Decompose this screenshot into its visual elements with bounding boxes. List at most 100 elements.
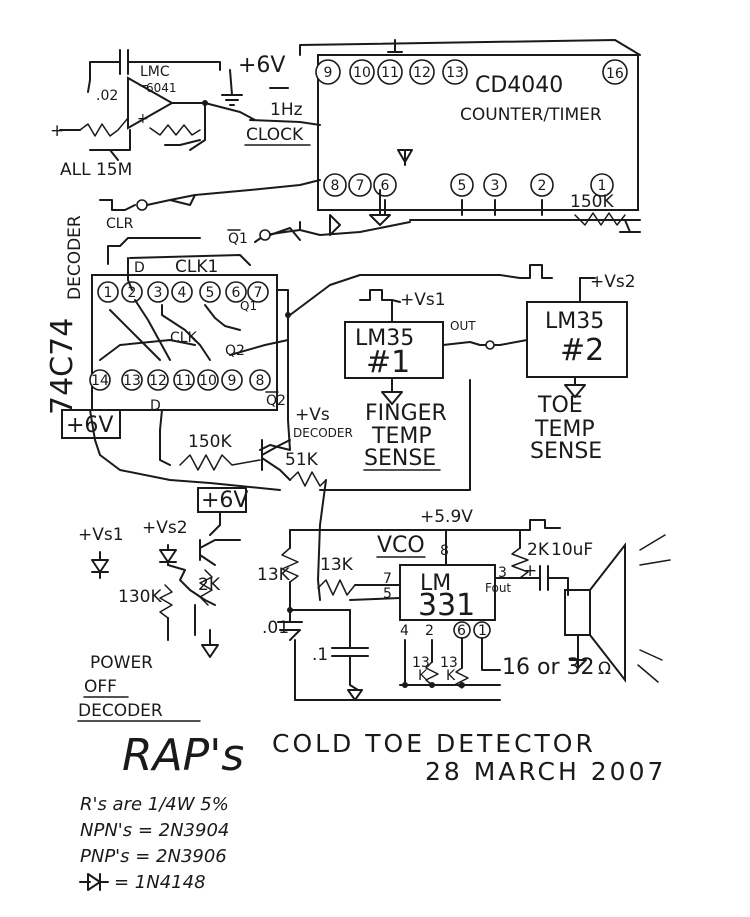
node <box>202 100 208 106</box>
q1bar-bubble <box>259 229 271 241</box>
c10uf-label: 10uF <box>551 540 593 560</box>
pin-circle <box>121 369 143 391</box>
vco-pin3: 3 <box>498 565 507 581</box>
counter-sub: COUNTER/TIMER <box>460 105 602 125</box>
note-resistors: R's are 1/4W 5% <box>80 794 229 815</box>
r13k-b-label: 13K <box>320 555 354 575</box>
speaker-cone <box>589 542 626 683</box>
pin-circle <box>349 59 375 85</box>
title-block: RAP's COLD TOE DETECTOR 28 MARCH 2007 <box>122 729 666 786</box>
power-switch-section: +Vs1 +Vs2 130K 2K POWER OFF DECODER <box>77 518 241 722</box>
clr-label: CLR <box>106 216 134 232</box>
sense-label-2: SENSE <box>530 439 602 464</box>
pin-circle <box>249 369 271 391</box>
vs-decoder-label-1: +Vs <box>295 405 330 425</box>
pin-circle <box>197 369 219 391</box>
lm35-1-num: #1 <box>366 345 410 380</box>
all15m-label: ALL 15M <box>60 160 132 180</box>
vs1-switch-label: +Vs1 <box>78 525 124 545</box>
opamp-symbol <box>127 76 175 130</box>
toe-label: TOE <box>537 393 583 418</box>
vco-pin4: 4 <box>400 623 409 639</box>
plus6v-switch-box <box>197 487 247 513</box>
diode-icon <box>79 873 109 891</box>
c1-label: .1 <box>312 645 328 665</box>
pin-label: 11 <box>381 65 399 81</box>
lm35-1-body <box>344 321 444 379</box>
vco-lm331: +5.9V 13K .01 13K VCO .1 LM 331 7 5 8 3 … <box>257 507 671 701</box>
cap-02-label: .02 <box>96 88 118 104</box>
lm35-sensors: LM35 #1 +Vs1 FINGER TEMP SENSE OUT LM35 … <box>289 264 636 491</box>
finger-label: FINGER <box>365 401 447 426</box>
pin-label: 11 <box>175 373 193 389</box>
opamp-name: LMC <box>140 64 170 80</box>
plus6v-top-label: +6V <box>238 53 285 78</box>
pin-label: 1 <box>598 178 607 194</box>
counter-name: CD4040 <box>475 73 563 98</box>
decoder-power-label: DECODER <box>78 701 163 721</box>
plus59v-label: +5.9V <box>420 507 473 527</box>
pin-circle <box>315 59 341 85</box>
vco-label: VCO <box>377 533 425 558</box>
pin-label: 5 <box>458 178 467 194</box>
off-label: OFF <box>84 677 117 697</box>
node <box>285 312 291 318</box>
pin-label: 4 <box>178 285 187 301</box>
vco-pin6: 6 <box>457 623 466 639</box>
pin-circle <box>247 281 269 303</box>
r130k-label: 130K <box>118 587 162 607</box>
title-rap: RAP's <box>122 730 244 781</box>
vs2-switch-label: +Vs2 <box>142 518 188 538</box>
vs1-top-label: +Vs1 <box>400 290 446 310</box>
decoder-name: 74C74 <box>45 318 80 415</box>
pin-label: 10 <box>353 65 371 81</box>
power-label: POWER <box>90 653 153 673</box>
pin-circle <box>147 281 169 303</box>
pin-circle <box>323 173 347 197</box>
c01-label: .01 <box>262 618 289 638</box>
vco-pin8: 8 <box>440 543 449 559</box>
pin-label: 9 <box>324 65 333 81</box>
clock-freq-label: 1Hz <box>270 100 303 120</box>
r150k-decoder-label: 150K <box>188 432 232 452</box>
plus-input: + <box>50 121 64 141</box>
vs-decoder-label-2: DECODER <box>293 426 353 440</box>
pin-label: 3 <box>491 178 500 194</box>
r13k-c-label: 13 <box>412 655 430 671</box>
plus6v-decoder-label: +6V <box>66 413 113 438</box>
clk1-label: CLK1 <box>175 257 218 277</box>
opamp-minus: − <box>138 78 150 94</box>
pin-label: 9 <box>228 373 237 389</box>
pin-label: 2 <box>538 178 547 194</box>
vco-pin7: 7 <box>383 571 392 587</box>
pin-label: 5 <box>206 285 215 301</box>
note-diode: = 1N4148 <box>114 872 206 893</box>
out-node <box>485 340 495 350</box>
ohm-label: Ω <box>598 659 611 679</box>
pin-label: 8 <box>331 178 340 194</box>
pin-label: 3 <box>154 285 163 301</box>
pin-circle <box>173 369 195 391</box>
pin-label: 6 <box>381 178 390 194</box>
note-pnp: PNP's = 2N3906 <box>80 846 227 867</box>
pin-circle <box>147 369 169 391</box>
plus6v-switch-label: +6V <box>201 488 248 513</box>
lm331-body <box>399 564 496 621</box>
counter-pin-16-label: 16 <box>606 66 624 82</box>
pin-circle <box>483 173 507 197</box>
pin-circle <box>590 173 614 197</box>
r13k-d-label: 13 <box>440 655 458 671</box>
r2k-switch-label: 2K <box>198 575 221 595</box>
pin-circle <box>530 173 554 197</box>
title-date: 28 MARCH 2007 <box>425 757 666 786</box>
pin-circle <box>221 369 243 391</box>
vco-pin5: 5 <box>383 586 392 602</box>
r150k-counter-label: 150K <box>570 192 614 212</box>
counter-pin-16 <box>602 59 628 85</box>
